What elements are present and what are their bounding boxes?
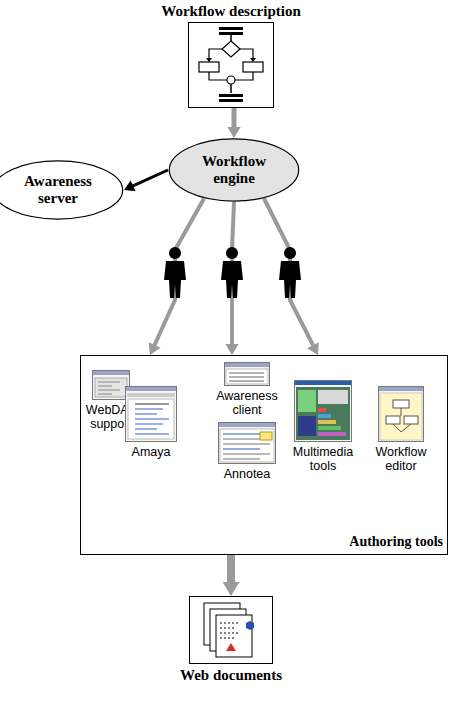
server-ellipse: Awareness server [0, 160, 124, 220]
documents-illustration [190, 597, 272, 663]
tool-screenshot [378, 386, 424, 442]
node-label: Awareness server [18, 173, 98, 207]
group-label: Authoring tools [349, 533, 443, 550]
tool-item: Awareness client [211, 362, 283, 417]
tool-screenshot [125, 386, 177, 442]
tool-label: Multimedia tools [287, 445, 359, 473]
tool-screenshot [224, 362, 270, 386]
actor-icon [279, 247, 301, 298]
tool-label: Annotea [224, 467, 271, 481]
flow-arrow [223, 555, 240, 596]
flow-arrow [227, 108, 240, 138]
node-label: Workflow engine [194, 153, 274, 187]
description-frame [188, 22, 274, 108]
tool-screenshot [92, 370, 130, 400]
documents-frame [189, 596, 273, 664]
node-heading: Web documents [180, 667, 282, 684]
tools-frame: Authoring toolsWebDAV supportAmayaAwaren… [80, 355, 448, 555]
actor-icon [221, 247, 243, 298]
workflow-description: Workflow description [130, 3, 332, 108]
web-documents: Web documents [176, 596, 286, 684]
actor-icon [164, 247, 186, 298]
tool-item: Annotea [211, 422, 283, 481]
tool-label: Awareness client [211, 389, 283, 417]
node-heading: Workflow description [161, 3, 301, 20]
flow-arrow [124, 170, 168, 191]
tool-item: Multimedia tools [287, 380, 359, 473]
flow-arrow [149, 199, 204, 355]
tool-screenshot [294, 380, 352, 442]
workflow-illustration [189, 23, 273, 107]
tool-label: Workflow editor [365, 445, 437, 473]
tool-item: Workflow editor [365, 386, 437, 473]
engine-ellipse: Workflow engine [168, 138, 300, 202]
flow-arrow [264, 199, 319, 355]
tool-screenshot [218, 422, 276, 464]
tool-item: Amaya [123, 386, 179, 459]
tool-label: Amaya [132, 445, 171, 459]
